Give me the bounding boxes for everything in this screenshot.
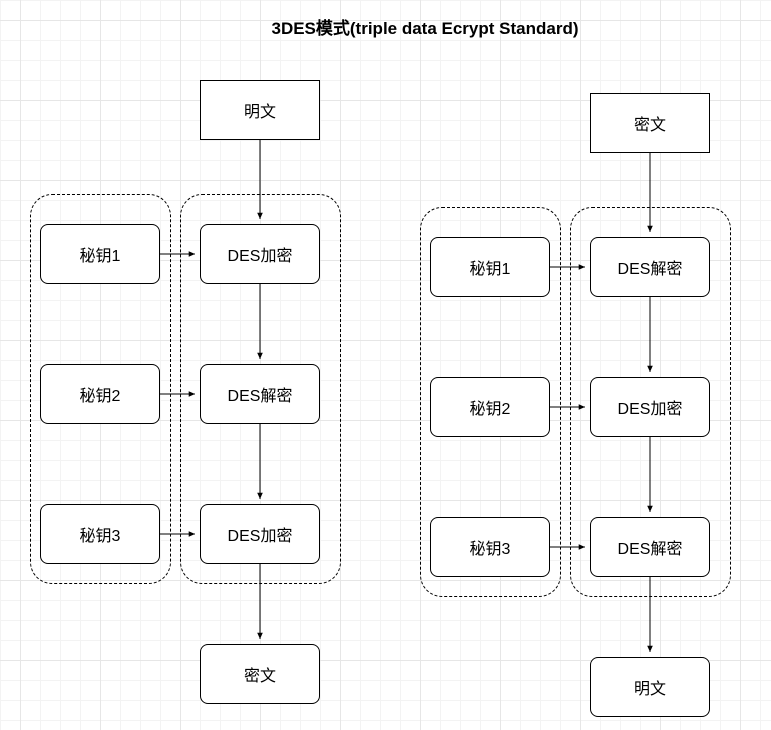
decrypt-step-2-node: DES加密 bbox=[590, 377, 710, 437]
decrypt-steps-group bbox=[570, 207, 731, 597]
decrypt-step-1-node: DES解密 bbox=[590, 237, 710, 297]
decrypt-key-1-node: 秘钥1 bbox=[430, 237, 550, 297]
encrypt-input-node: 明文 bbox=[200, 80, 320, 140]
decrypt-keys-group bbox=[420, 207, 561, 597]
encrypt-output-node: 密文 bbox=[200, 644, 320, 704]
encrypt-step-1-node: DES加密 bbox=[200, 224, 320, 284]
encrypt-step-3-node: DES加密 bbox=[200, 504, 320, 564]
decrypt-step-3-node: DES解密 bbox=[590, 517, 710, 577]
encrypt-step-2-node: DES解密 bbox=[200, 364, 320, 424]
encrypt-key-1-node: 秘钥1 bbox=[40, 224, 160, 284]
decrypt-output-node: 明文 bbox=[590, 657, 710, 717]
encrypt-steps-group bbox=[180, 194, 341, 584]
encrypt-key-2-node: 秘钥2 bbox=[40, 364, 160, 424]
decrypt-key-3-node: 秘钥3 bbox=[430, 517, 550, 577]
encrypt-key-3-node: 秘钥3 bbox=[40, 504, 160, 564]
encrypt-keys-group bbox=[30, 194, 171, 584]
decrypt-input-node: 密文 bbox=[590, 93, 710, 153]
diagram-title: 3DES模式(triple data Ecrypt Standard) bbox=[271, 19, 579, 38]
decrypt-key-2-node: 秘钥2 bbox=[430, 377, 550, 437]
